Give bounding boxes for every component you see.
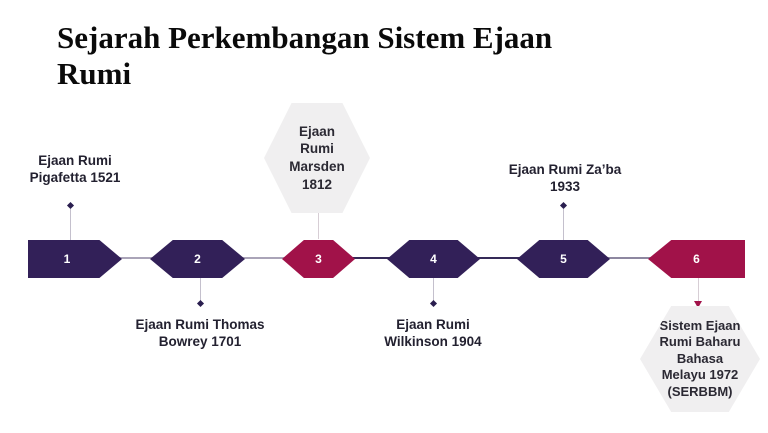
label-connector-line — [433, 278, 434, 302]
label-line: Ejaan Rumi Za’ba — [508, 162, 622, 177]
marker-dot — [66, 201, 75, 210]
timeline-connector — [607, 257, 651, 259]
timeline-node-number: 4 — [430, 252, 437, 266]
timeline-connector — [242, 257, 286, 259]
badge-line: 1812 — [301, 176, 333, 192]
timeline-node-number: 5 — [560, 252, 567, 266]
timeline-connector — [352, 257, 391, 259]
badge-line: Rumi Baharu — [659, 334, 741, 350]
label-line: Ejaan Rumi Thomas — [135, 317, 265, 332]
slide-title-line: Rumi — [57, 56, 132, 92]
badge-line: (SERBBM) — [667, 383, 733, 399]
label-line: Wilkinson 1904 — [384, 334, 482, 349]
timeline-node-number: 1 — [63, 252, 71, 266]
arrow-down-icon — [694, 301, 702, 308]
label-connector-line — [318, 211, 319, 239]
badge-line: Marsden — [289, 159, 345, 174]
timeline-connector — [477, 257, 521, 259]
badge-line: Ejaan — [298, 123, 336, 139]
badge-line: Melayu 1972 — [661, 367, 739, 383]
timeline-label-1: Ejaan Rumi Pigafetta 1521 — [0, 152, 150, 186]
label-line: Ejaan Rumi — [38, 153, 112, 168]
timeline-label-5: Ejaan Rumi Za’ba 1933 — [465, 161, 665, 195]
marker-dot — [559, 201, 568, 210]
badge-line: Sistem Ejaan — [659, 317, 741, 333]
marker-dot — [429, 299, 438, 308]
label-line: 1933 — [549, 179, 581, 194]
timeline-connector — [118, 257, 154, 259]
label-line: Ejaan Rumi — [396, 317, 470, 332]
label-connector-line — [70, 209, 71, 240]
label-line: Bowrey 1701 — [158, 334, 242, 349]
label-connector-line — [698, 278, 699, 301]
badge-line: Rumi — [300, 141, 334, 157]
timeline-node-number: 6 — [693, 252, 700, 266]
slide-title-line: Sejarah Perkembangan Sistem Ejaan — [57, 20, 553, 55]
timeline-node-number: 2 — [194, 252, 201, 266]
slide-title: Sejarah Perkembangan Sistem Ejaan Rumi — [57, 20, 697, 93]
marker-dot — [196, 299, 205, 308]
timeline-node-number: 3 — [315, 252, 322, 266]
timeline-node-1: 1 — [28, 240, 122, 278]
timeline-node-5: 5 — [517, 240, 610, 278]
timeline-label-4: Ejaan Rumi Wilkinson 1904 — [333, 316, 533, 350]
timeline-label-2: Ejaan Rumi Thomas Bowrey 1701 — [100, 316, 300, 350]
timeline-badge-3: Ejaan Rumi Marsden 1812 — [264, 103, 370, 213]
timeline-node-2: 2 — [150, 240, 245, 278]
timeline-node-3: 3 — [282, 240, 355, 278]
label-connector-line — [563, 209, 564, 240]
timeline-node-4: 4 — [387, 240, 480, 278]
timeline-badge-6: Sistem Ejaan Rumi Baharu Bahasa Melayu 1… — [640, 306, 760, 412]
timeline-node-6: 6 — [648, 240, 745, 278]
badge-line: Bahasa — [676, 350, 724, 366]
label-connector-line — [200, 278, 201, 302]
label-line: Pigafetta 1521 — [29, 170, 121, 185]
